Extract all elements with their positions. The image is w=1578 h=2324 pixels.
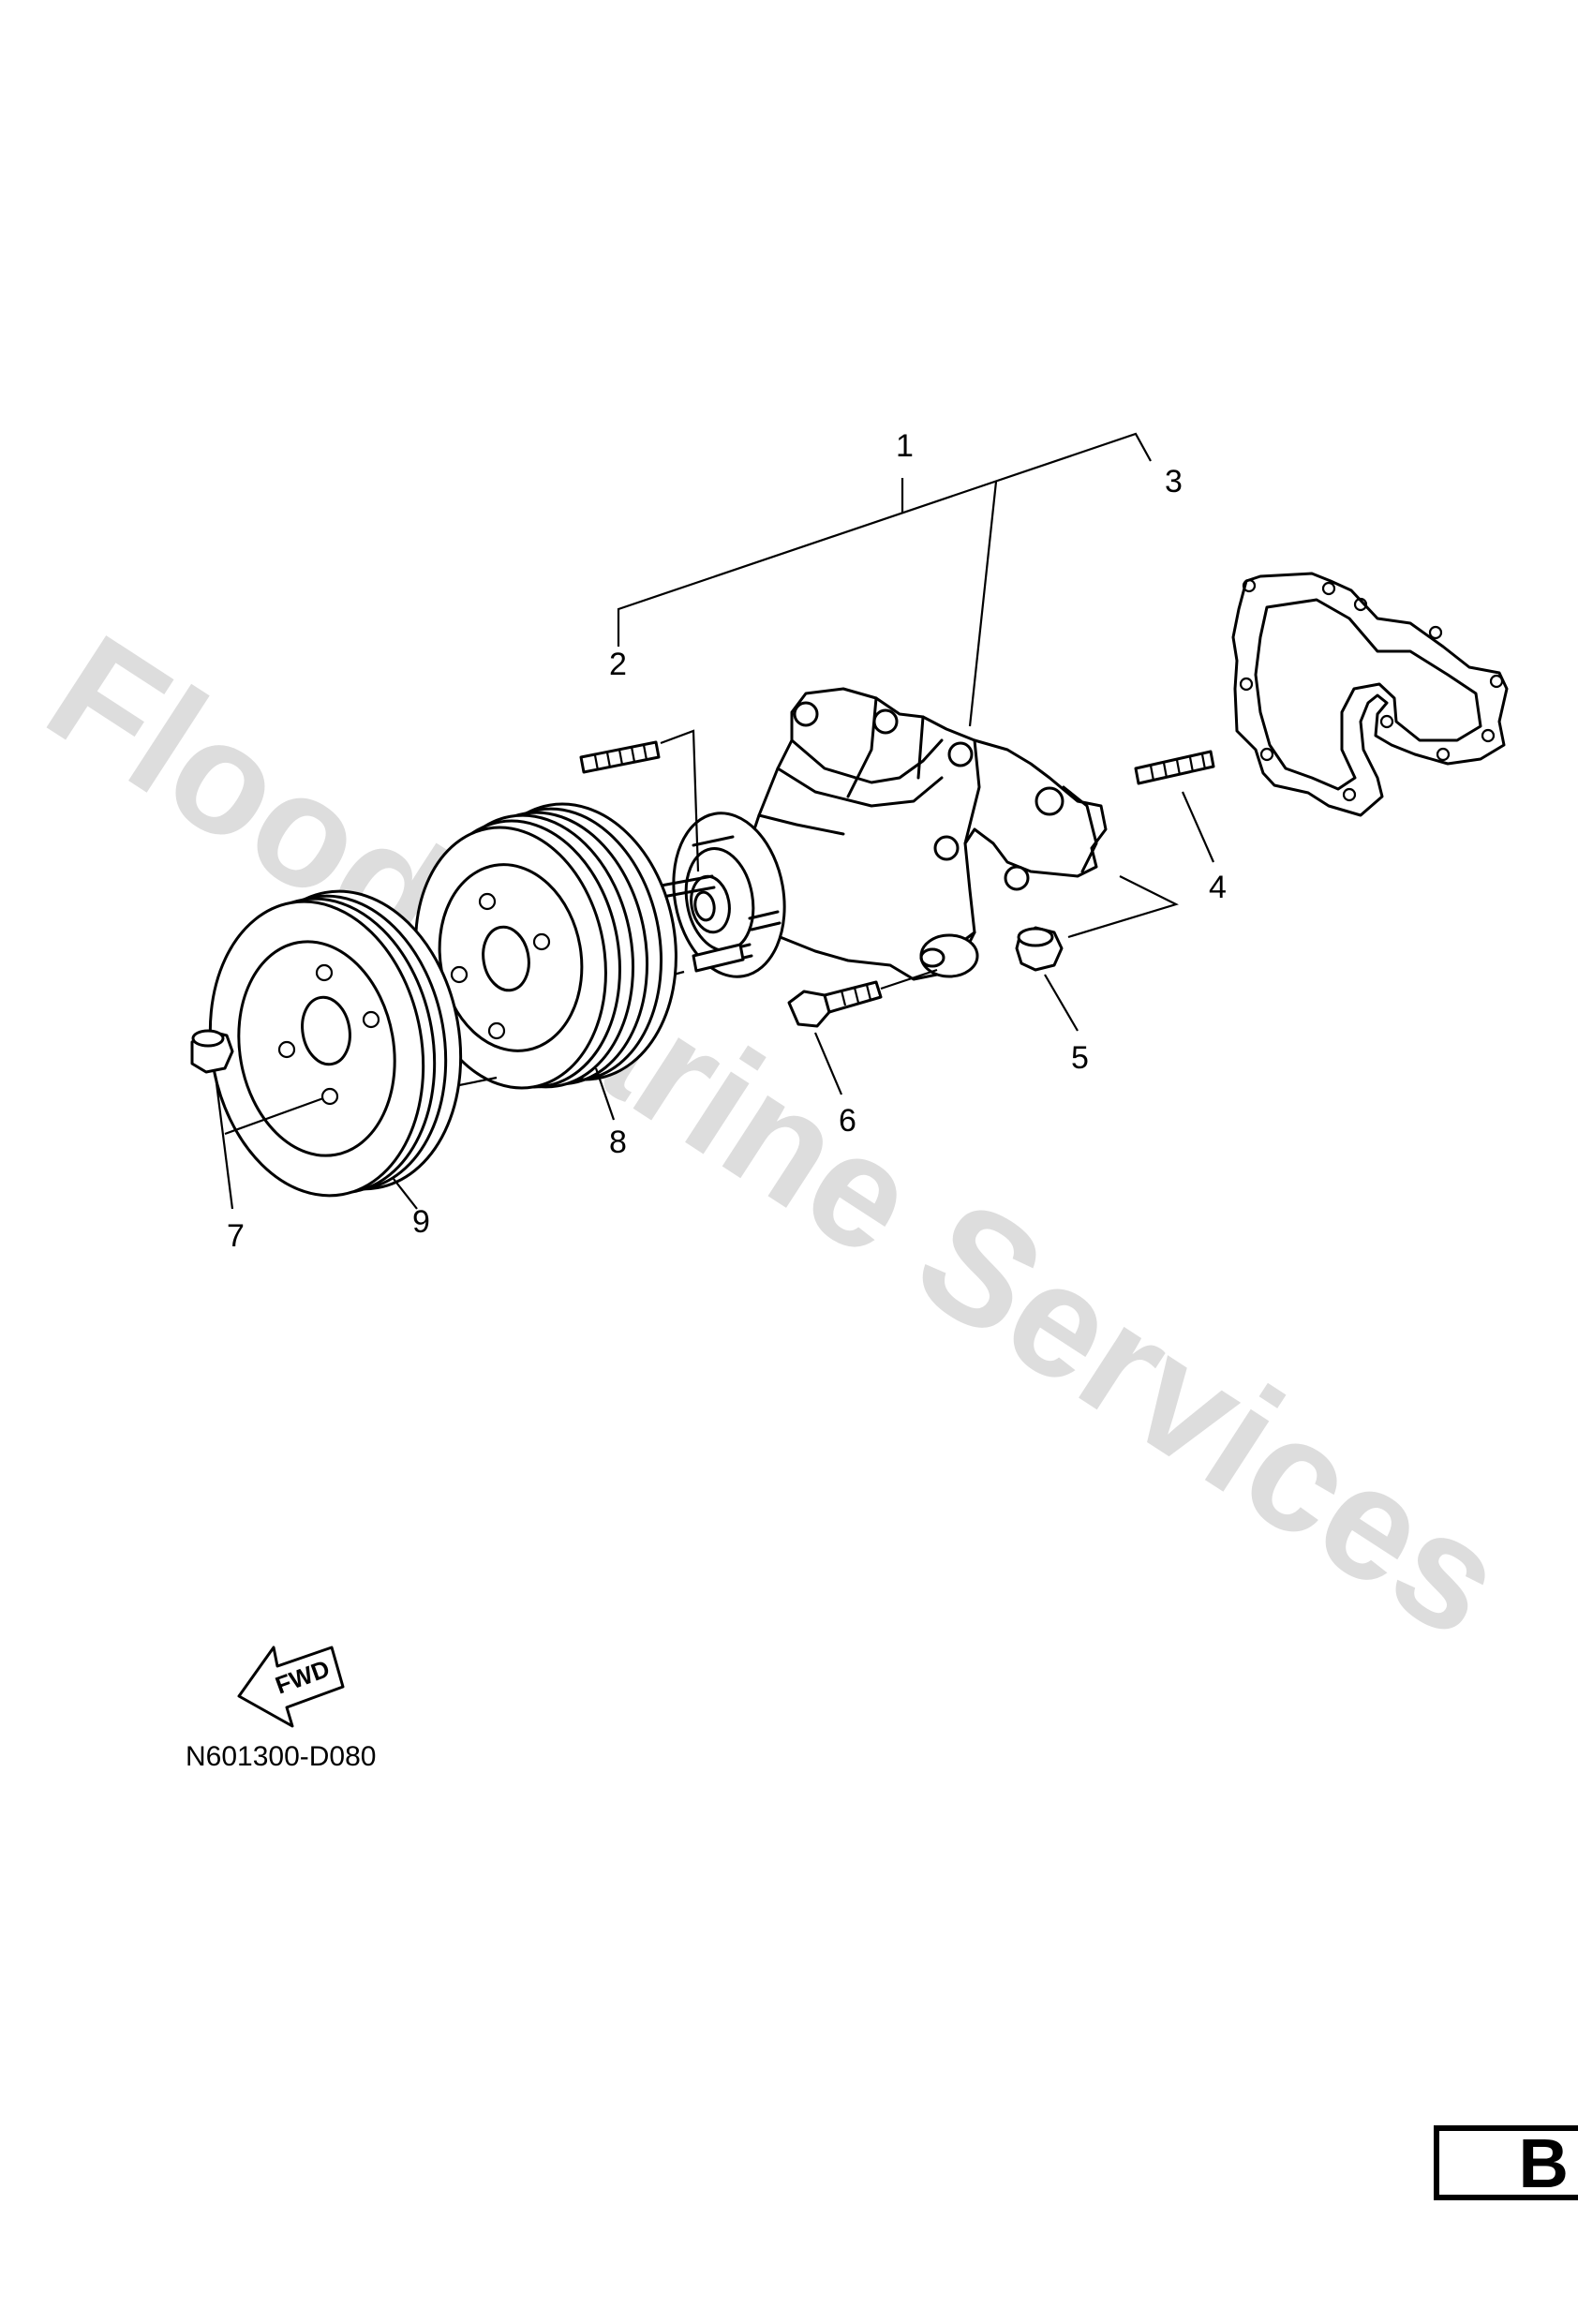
nut-part-7	[190, 1029, 234, 1210]
section-letter: B	[1518, 2123, 1569, 2202]
callout-labels: 1 2 3 4 5 6 7 8 9	[227, 428, 1227, 1254]
callout-2: 2	[609, 647, 627, 682]
assembly-bracket-1	[617, 432, 1152, 727]
pump-pulley	[411, 802, 677, 1121]
callout-5: 5	[1071, 1040, 1089, 1076]
callout-6: 6	[839, 1103, 856, 1139]
stud-part-4	[1134, 750, 1215, 863]
callout-9: 9	[412, 1204, 430, 1240]
nut-part-5	[1015, 875, 1179, 1032]
callout-8: 8	[609, 1125, 627, 1160]
callout-7: 7	[227, 1218, 245, 1254]
section-indicator-box: B	[1434, 2123, 1578, 2202]
water-pump-body	[654, 687, 1108, 981]
crank-pulley	[208, 889, 463, 1210]
diagram-reference-code: N601300-D080	[186, 1741, 377, 1772]
gasket	[1231, 572, 1509, 817]
callout-3: 3	[1165, 464, 1183, 499]
callout-4: 4	[1209, 870, 1227, 905]
fwd-arrow-icon: FWD	[237, 1646, 345, 1728]
callout-1: 1	[896, 428, 914, 464]
stud-part-2	[579, 729, 700, 872]
bolt-part-6	[787, 968, 938, 1095]
